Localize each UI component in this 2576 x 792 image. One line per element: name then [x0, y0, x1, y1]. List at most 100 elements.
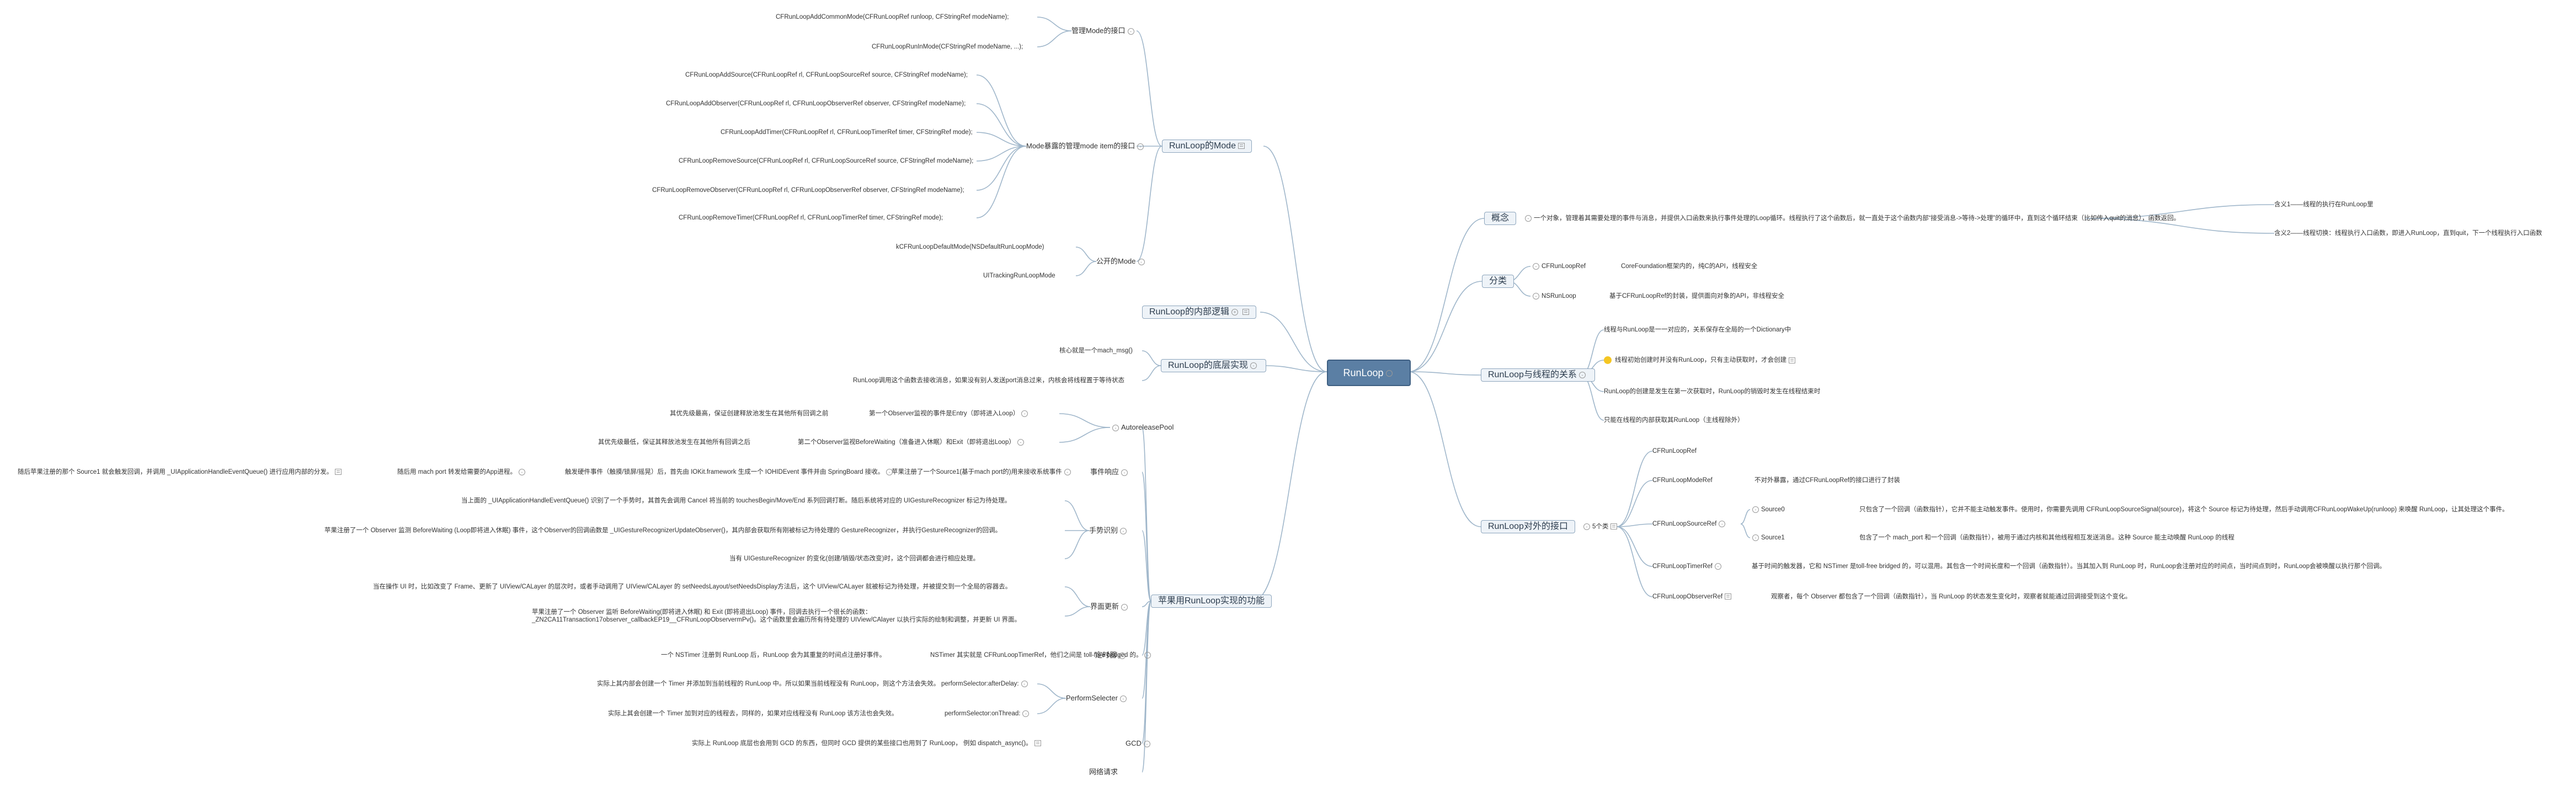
collapse-toggle-icon[interactable]: - [1752, 534, 1759, 541]
expose-item-2[interactable]: CFRunLoopAddObserver(CFRunLoopRef rl, CF… [666, 100, 966, 107]
collapse-toggle-icon[interactable]: - [1119, 652, 1126, 659]
concept-meaning-1[interactable]: 含义1——线程的执行在RunLoop里 [2274, 201, 2374, 208]
apple-network[interactable]: 网络请求 [1089, 768, 1118, 776]
gesture-b[interactable]: 苹果注册了一个 Observer 监测 BeforeWaiting (Loop即… [324, 527, 1002, 534]
collapse-toggle-icon[interactable]: - [1119, 695, 1127, 702]
mode-expose[interactable]: Mode暴露的管理mode item的接口- [1026, 142, 1146, 150]
collapse-toggle-icon[interactable]: - [1064, 468, 1071, 475]
iface-sourceref[interactable]: CFRunLoopSourceRef- [1652, 520, 1727, 528]
collapse-toggle-icon[interactable]: - [1112, 424, 1119, 431]
gesture-c[interactable]: 当有 UIGestureRecognizer 的变化(创建/销毁/状态改变)时，… [729, 555, 980, 562]
collapse-toggle-icon[interactable]: - [1385, 370, 1393, 377]
note-icon[interactable] [1789, 357, 1796, 363]
collapse-toggle-icon[interactable]: - [1120, 527, 1127, 534]
apple-gcd[interactable]: GCD- [1126, 740, 1153, 747]
collapse-toggle-icon[interactable]: - [1583, 523, 1590, 530]
concept-meaning-2[interactable]: 含义2——线程切换：线程执行入口函数，即进入RunLoop，直到quit，下一个… [2274, 230, 2542, 237]
apple-gesture[interactable]: 手势识别- [1089, 527, 1129, 534]
collapse-toggle-icon[interactable]: - [1714, 563, 1721, 570]
collapse-toggle-icon[interactable]: - [1250, 362, 1257, 369]
apple-event[interactable]: 事件响应- [1090, 468, 1130, 476]
expose-item-1[interactable]: CFRunLoopAddSource(CFRunLoopRef rl, CFRu… [685, 72, 968, 78]
iface-timerref-desc[interactable]: 基于时间的触发器，它和 NSTimer 是toll-free bridged 的… [1752, 563, 2386, 570]
ui-update-a[interactable]: 当在操作 UI 时，比如改变了 Frame、更新了 UIView/CALayer… [373, 584, 1012, 590]
collapse-toggle-icon[interactable]: - [1021, 410, 1028, 417]
perform-on-thread[interactable]: performSelector:onThread:- [945, 710, 1031, 718]
branch-concept[interactable]: 概念 [1484, 212, 1517, 225]
perform-on-thread-desc[interactable]: 实际上其会创建一个 Timer 加到对应的线程去，同样的，如果对应线程没有 Ru… [608, 710, 898, 717]
timer-b[interactable]: 一个 NSTimer 注册到 RunLoop 后，RunLoop 会为其重复的时… [661, 652, 886, 659]
expose-item-5[interactable]: CFRunLoopRemoveObserver(CFRunLoopRef rl,… [652, 187, 964, 194]
collapse-toggle-icon[interactable]: - [1022, 710, 1030, 717]
classify-ns[interactable]: -NSRunLoop [1530, 292, 1576, 300]
apple-perform-selector[interactable]: PerformSelecter- [1066, 694, 1129, 702]
branch-apple[interactable]: 苹果用RunLoop实现的功能 [1151, 595, 1272, 608]
apple-autoreleasepool[interactable]: -AutoreleasePool [1110, 424, 1174, 431]
apple-timer[interactable]: 定时器- [1095, 651, 1128, 659]
classify-cf-desc[interactable]: CoreFoundation框架内的，纯C的API，线程安全 [1621, 263, 1758, 270]
thread-item-4[interactable]: 只能在线程的内部获取其RunLoop（主线程除外） [1604, 417, 1744, 424]
collapse-toggle-icon[interactable]: - [1143, 740, 1150, 747]
gcd-a[interactable]: 实际上 RunLoop 底层也会用到 GCD 的东西，但同时 GCD 提供的某些… [692, 740, 1041, 747]
branch-mode[interactable]: RunLoop的Mode [1162, 140, 1252, 153]
event-hardware[interactable]: 触发硬件事件（触摸/锁屏/摇晃）后，首先由 IOKit.framework 生成… [565, 468, 895, 476]
source0-node[interactable]: -Source0 [1750, 506, 1785, 513]
note-icon[interactable] [1610, 523, 1618, 530]
collapse-toggle-icon[interactable]: - [1127, 28, 1134, 35]
thread-item-1[interactable]: 线程与RunLoop是一一对应的，关系保存在全局的一个Dictionary中 [1604, 327, 1791, 333]
interfaces-count[interactable]: -5个类 [1581, 523, 1618, 531]
collapse-toggle-icon[interactable]: - [886, 468, 893, 475]
source0-desc[interactable]: 只包含了一个回调（函数指针），它并不能主动触发事件。使用时，你需要先调用 CFR… [1859, 506, 2509, 513]
event-source1[interactable]: 苹果注册了一个Source1(基于mach port的)用来接收系统事件- [892, 468, 1073, 476]
iface-observerref[interactable]: CFRunLoopObserverRef [1652, 593, 1732, 601]
note-icon[interactable] [1034, 740, 1041, 747]
event-dispatch[interactable]: 随后苹果注册的那个 Source1 就会触发回调，并调用 _UIApplicat… [18, 468, 342, 476]
arp-observer-1[interactable]: 第一个Observer监视的事件是Entry（即将进入Loop）- [869, 410, 1030, 418]
ui-update-b[interactable]: 苹果注册了一个 Observer 监听 BeforeWaiting(即将进入休眠… [532, 609, 1021, 623]
event-forward[interactable]: 随后用 mach port 转发给需要的App进程。- [397, 468, 527, 476]
collapse-toggle-icon[interactable]: - [1525, 215, 1532, 222]
perform-after-delay[interactable]: performSelector:afterDelay:- [941, 680, 1030, 688]
arp-observer-2[interactable]: 第二个Observer监视BeforeWaiting（准备进入休眠）和Exit（… [798, 438, 1026, 446]
branch-classify[interactable]: 分类 [1482, 275, 1514, 288]
collapse-toggle-icon[interactable]: - [1719, 520, 1726, 527]
arp-observer-1-desc[interactable]: 其优先级最高，保证创建释放池发生在其他所有回调之前 [670, 410, 829, 417]
branch-impl[interactable]: RunLoop的底层实现- [1161, 359, 1266, 372]
collapse-toggle-icon[interactable]: - [1137, 143, 1144, 150]
note-icon[interactable] [1725, 593, 1732, 600]
collapse-toggle-icon[interactable]: - [1138, 258, 1145, 265]
timer-a[interactable]: NSTimer 其实就是 CFRunLoopTimerRef，他们之间是 tol… [930, 651, 1153, 659]
manage-item-1[interactable]: CFRunLoopAddCommonMode(CFRunLoopRef runl… [776, 14, 1009, 20]
collapse-toggle-icon[interactable]: - [1533, 263, 1539, 270]
branch-interfaces[interactable]: RunLoop对外的接口 [1481, 520, 1575, 533]
branch-thread[interactable]: RunLoop与线程的关系- [1481, 368, 1595, 382]
classify-cf[interactable]: -CFRunLoopRef [1530, 263, 1586, 270]
collapse-toggle-icon[interactable]: - [1533, 292, 1539, 299]
perform-after-delay-desc[interactable]: 实际上其内部会创建一个 Timer 并添加到当前线程的 RunLoop 中。所以… [597, 681, 940, 687]
iface-runloopref[interactable]: CFRunLoopRef [1652, 448, 1697, 454]
collapse-toggle-icon[interactable]: - [1021, 680, 1028, 687]
iface-moderef-desc[interactable]: 不对外暴露，通过CFRunLoopRef的接口进行了封装 [1754, 477, 1900, 484]
expose-item-3[interactable]: CFRunLoopAddTimer(CFRunLoopRef rl, CFRun… [721, 129, 973, 136]
collapse-toggle-icon[interactable]: - [1578, 371, 1586, 378]
impl-item-1[interactable]: 核心就是一个mach_msg() [1059, 347, 1133, 354]
collapse-toggle-icon[interactable]: - [1121, 603, 1128, 611]
mode-public[interactable]: 公开的Mode- [1096, 258, 1147, 265]
public-mode-2[interactable]: UITrackingRunLoopMode [983, 272, 1055, 279]
note-icon[interactable] [1242, 309, 1249, 315]
branch-internal[interactable]: RunLoop的内部逻辑+ [1142, 306, 1256, 319]
note-icon[interactable] [1238, 143, 1245, 149]
expose-item-6[interactable]: CFRunLoopRemoveTimer(CFRunLoopRef rl, CF… [679, 215, 943, 221]
collapse-toggle-icon[interactable]: - [1121, 469, 1128, 476]
collapse-toggle-icon[interactable]: - [1752, 506, 1759, 513]
collapse-toggle-icon[interactable]: - [518, 468, 525, 475]
collapse-toggle-icon[interactable]: - [1017, 438, 1024, 446]
concept-text[interactable]: -一个对象，管理着其需要处理的事件与消息，并提供入口函数来执行事件处理的Loop… [1523, 215, 2180, 222]
note-icon[interactable] [335, 469, 342, 475]
gesture-a[interactable]: 当上面的 _UIApplicationHandleEventQueue() 识别… [461, 497, 1011, 504]
arp-observer-2-desc[interactable]: 其优先级最低，保证其释放池发生在其他所有回调之后 [598, 439, 750, 446]
thread-item-2[interactable]: 线程初始创建时并没有RunLoop，只有主动获取时，才会创建 [1604, 356, 1796, 364]
source1-node[interactable]: -Source1 [1750, 534, 1785, 542]
public-mode-1[interactable]: kCFRunLoopDefaultMode(NSDefaultRunLoopMo… [896, 244, 1044, 250]
root-node[interactable]: RunLoop- [1327, 360, 1411, 386]
